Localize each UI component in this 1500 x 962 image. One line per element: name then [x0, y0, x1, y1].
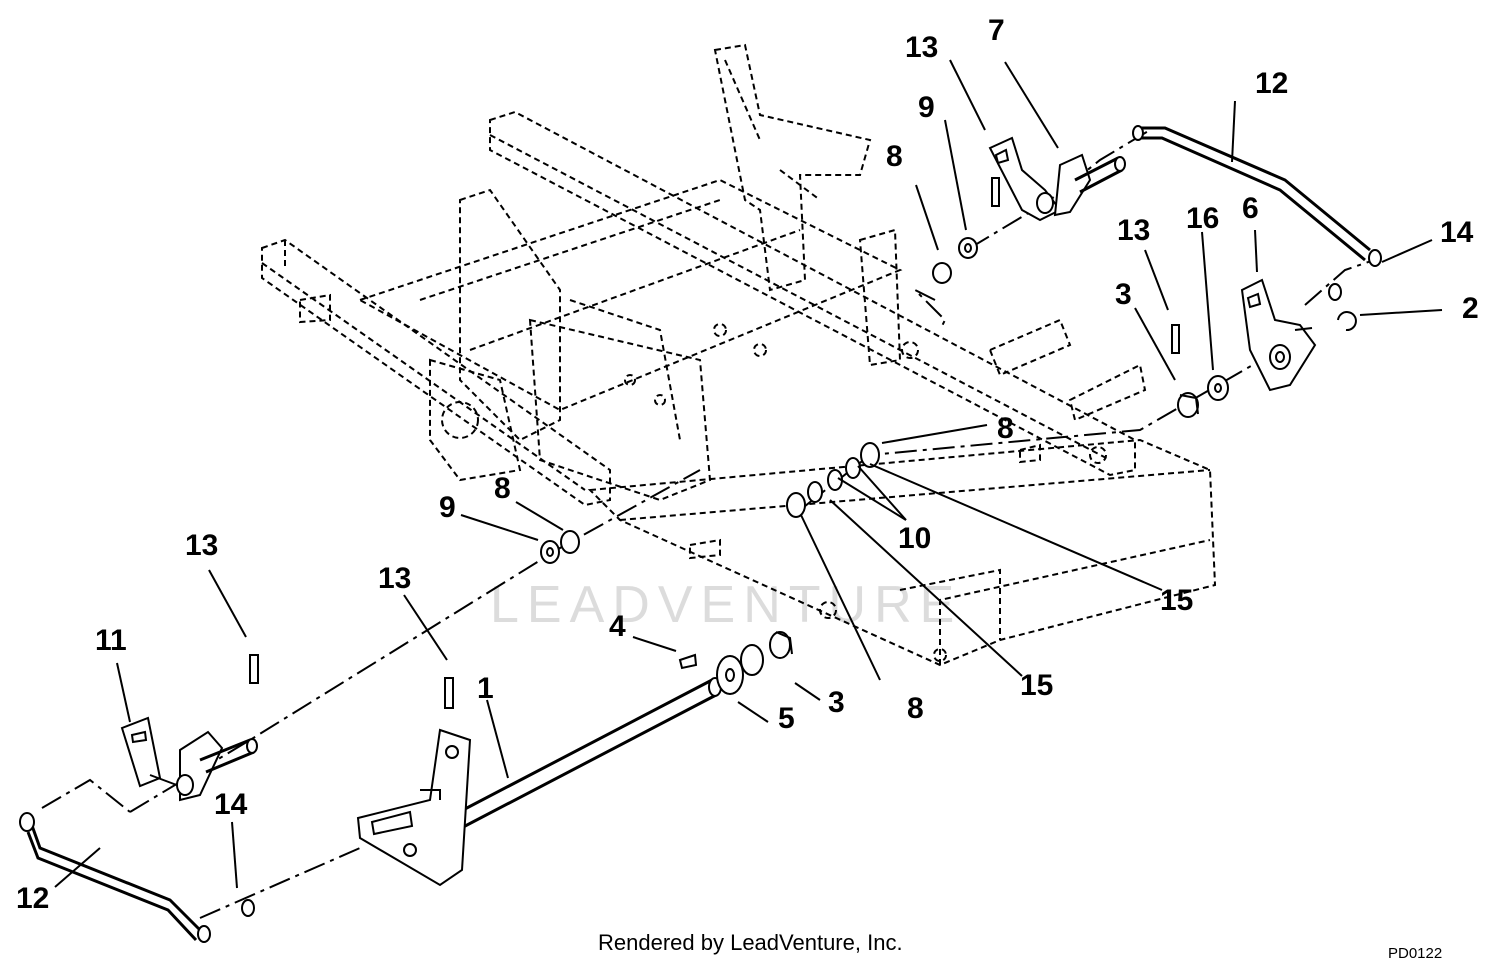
part-7-lever-upper-right [988, 136, 1126, 222]
part-16-washer [1207, 375, 1229, 401]
callout-13-left: 13 [185, 529, 218, 562]
callout-4: 4 [609, 610, 626, 643]
callout-2: 2 [1462, 292, 1479, 325]
part-1-lift-shaft [356, 677, 722, 887]
callout-8-left: 8 [494, 472, 511, 505]
part-13-pin-left [249, 654, 454, 709]
callout-1: 1 [477, 672, 494, 705]
callout-8-upper: 8 [886, 140, 903, 173]
callout-16: 16 [1186, 202, 1219, 235]
callout-7: 7 [988, 14, 1005, 47]
callout-15-lower: 15 [1020, 669, 1053, 702]
leader-lines [54, 59, 1443, 889]
part-2-retaining-ring [1337, 311, 1357, 332]
part-3-bushing-upper [1177, 392, 1199, 418]
callout-12-lower: 12 [16, 882, 49, 915]
callout-8-right: 8 [997, 412, 1014, 445]
callout-12-upper: 12 [1255, 67, 1288, 100]
callout-3-lower: 3 [828, 686, 845, 719]
part-5-washer [716, 655, 744, 695]
callout-3-upper: 3 [1115, 278, 1132, 311]
callout-10: 10 [898, 522, 931, 555]
callout-14-upper: 14 [1440, 216, 1474, 249]
callout-5: 5 [778, 702, 795, 735]
callout-11: 11 [95, 624, 127, 657]
callout-labels: 1 2 3 3 4 5 6 7 8 8 8 8 9 9 10 11 12 12 … [16, 14, 1479, 915]
page-code: PD0122 [1388, 945, 1442, 962]
callout-9-left: 9 [439, 491, 456, 524]
part-14-clip-right [1328, 283, 1342, 301]
part-11-lever-left [120, 716, 258, 802]
callout-13-right: 13 [1117, 214, 1150, 247]
callout-6: 6 [1242, 192, 1259, 225]
part-12-rod-left [19, 812, 211, 943]
callout-15-right: 15 [1160, 584, 1193, 617]
watermark-text: LEADVENTURE [490, 576, 962, 634]
callout-13-upper: 13 [905, 31, 938, 64]
part-4-key [678, 653, 698, 670]
part-10-washers [807, 457, 861, 503]
part-9-washer [540, 237, 978, 564]
part-6-lever-lower-right [1240, 278, 1317, 392]
part-14-clip-left [241, 899, 255, 917]
part-8-bushing-center [560, 262, 952, 554]
part-12-rod-right [1132, 125, 1382, 267]
callout-9-upper: 9 [918, 91, 935, 124]
callout-8-lower: 8 [907, 692, 924, 725]
rendered-by-text: Rendered by LeadVenture, Inc. [598, 930, 903, 955]
part-3-bushing-lower [740, 631, 793, 676]
callout-13-mid: 13 [378, 562, 411, 595]
part-13-pin-right [991, 177, 1180, 354]
callout-14-lower: 14 [214, 788, 248, 821]
